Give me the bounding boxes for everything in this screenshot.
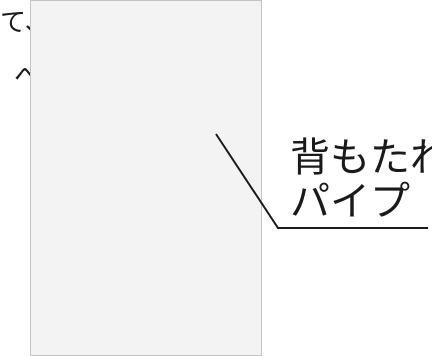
- callout-leader-line: [215, 133, 428, 229]
- callout-label-line-2: パイプ: [290, 179, 410, 225]
- callout-label-line-1: 背もたれ: [290, 135, 432, 181]
- illustration-placeholder: [30, 0, 262, 356]
- callout-label: 背もたれ パイプ: [290, 138, 432, 222]
